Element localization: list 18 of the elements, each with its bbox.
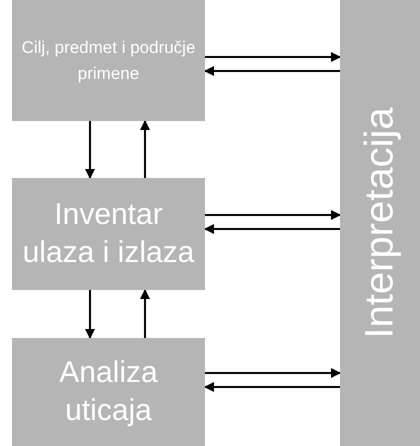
box-label: Analiza uticaja — [58, 355, 159, 429]
process-box — [12, 338, 205, 446]
process-box — [12, 0, 205, 121]
arrow — [140, 120, 150, 178]
arrow — [205, 52, 341, 62]
process-box — [340, 0, 420, 446]
arrow — [140, 289, 150, 338]
process-box — [12, 178, 205, 290]
arrow — [204, 224, 340, 234]
arrow — [205, 210, 341, 220]
box-label: Interpretacija — [357, 107, 403, 339]
box-label: Cilj, predmet i područje primene — [20, 36, 196, 84]
arrow — [204, 382, 340, 392]
arrow — [85, 290, 95, 339]
arrow — [204, 66, 340, 76]
arrow — [205, 368, 341, 378]
box-label: Inventar ulaza i izlaza — [22, 197, 196, 271]
arrow — [85, 121, 95, 179]
